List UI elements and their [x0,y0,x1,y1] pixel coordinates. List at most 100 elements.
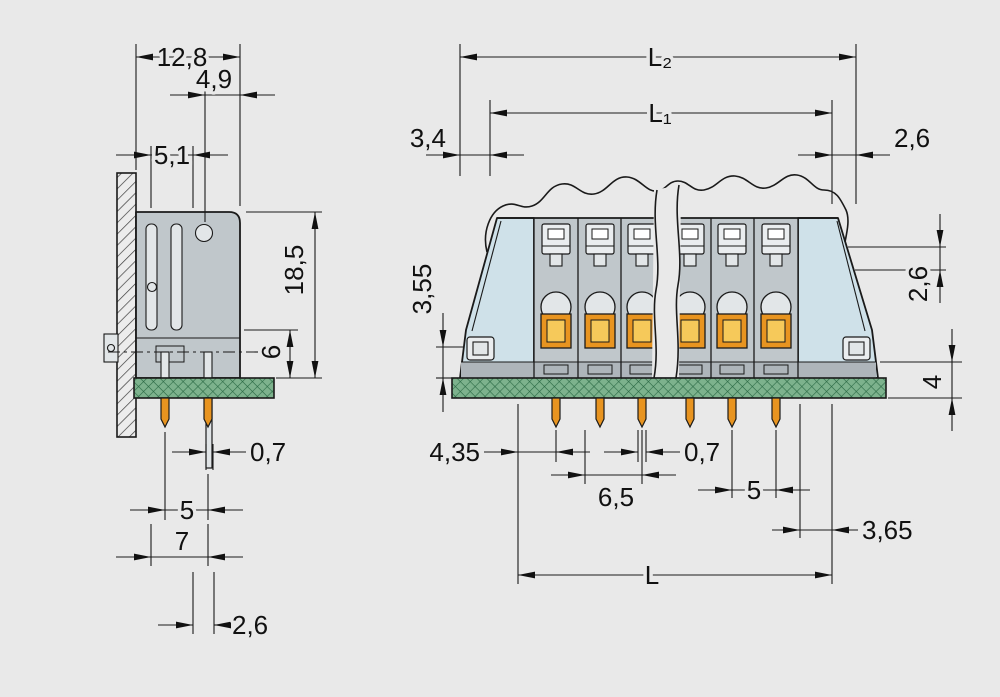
dim-length-poles: L [518,557,832,594]
button-stem [725,253,739,267]
spring-window [146,281,158,293]
pole [626,223,658,375]
dim-length-outer: L₂ [459,39,857,204]
dim-label: 3,65 [862,515,913,545]
dim-label: L₂ [648,42,673,72]
dim-label: 3,55 [407,264,437,315]
dim-entry-height: 3,55 [404,260,464,412]
cap-slope-inner-right [836,220,866,332]
button-slot [767,228,785,240]
dim-label: L [645,560,659,590]
dim-height-lower: 6 [244,329,298,378]
base-slot [543,364,569,375]
dim-label: 2,6 [903,266,933,302]
pole [760,223,792,375]
button-stem [549,253,563,267]
solder-pin [727,397,737,429]
cap-clamp-icon-right-inner [848,341,865,356]
side-dimensions: 12,8 4,9 5,1 [116,39,322,644]
pcb-front [451,377,887,399]
button-stem [683,253,697,267]
actuation-slot-right [170,223,183,331]
dim-pcb-depth: 4 [880,329,962,431]
dim-pin-tail-side: 2,6 [158,572,272,644]
wire-entry-inner [632,319,652,343]
dim-pin-width-front: 0,7 [604,430,724,471]
dim-label: 4,35 [429,437,480,467]
button-slot [681,228,699,240]
dim-label: 3,4 [410,123,446,153]
wire-entry-inner [722,319,742,343]
dim-label: 12,8 [157,42,208,72]
break-line-right [675,184,681,379]
side-view: 12,8 4,9 5,1 [103,39,322,644]
dim-last-pin-offset: 3,65 [772,404,916,584]
dim-pin-group-span: 6,5 [551,430,676,516]
break-cloud-line [484,174,849,253]
pole [584,223,616,375]
dim-label: L₁ [648,98,671,128]
solder-pin [637,397,647,429]
front-dimensions: L₂ L₁ 3,4 2,6 [404,39,962,594]
dim-hole-offset: 4,9 [170,61,275,222]
dim-label: 7 [175,526,189,556]
button-stem [635,253,649,267]
wire-entry-inner [680,319,700,343]
wall-bracket [103,333,119,363]
dim-first-pin-offset: 4,35 [426,404,590,584]
dim-label: 5 [747,475,761,505]
pcb-side [133,377,275,399]
pole [716,223,748,375]
wire-entry-inner [546,319,566,343]
base-slot [587,364,613,375]
solder-pin [685,397,695,429]
dim-depth-total: 12,8 [135,39,241,206]
dim-side-height: 2,6 [848,214,946,306]
clamp-detail [155,345,185,363]
housing-side-profile [135,211,241,379]
solder-pin [551,397,561,429]
dim-length-inner: L₁ [489,95,833,204]
dim-label: 2,6 [894,123,930,153]
solder-pin [160,397,170,429]
pin-root-2 [203,351,213,379]
button-stem [769,253,783,267]
pole [540,223,572,375]
button-stem [593,253,607,267]
dim-label: 18,5 [279,245,309,296]
dim-left-margin: 3,4 [406,120,524,159]
solder-pin [203,397,213,429]
dim-label: 4,9 [196,64,232,94]
break-line-left [653,189,659,379]
dim-pin-pitch-front: 5 [698,430,810,509]
dim-right-margin: 2,6 [798,120,934,159]
solder-pin [771,397,781,429]
button-slot [723,228,741,240]
dim-pin-offset-side: 7 [116,523,243,566]
base-slot [763,364,789,375]
dim-label: 0,7 [684,437,720,467]
wire-entry-inner [590,319,610,343]
dim-slot-offset: 5,1 [116,137,228,208]
dim-label: 5 [180,495,194,525]
actuation-slot-left [145,223,158,331]
button-slot [547,228,565,240]
base-slot [719,364,745,375]
dim-label: 6 [256,345,286,359]
button-slot [633,228,651,240]
button-slot [591,228,609,240]
front-view: L₂ L₁ 3,4 2,6 [404,39,962,594]
pin-root-1 [160,351,170,379]
dim-label: 0,7 [250,437,286,467]
cap-slope-inner-left [471,220,502,332]
solder-pin [595,397,605,429]
pole [674,223,706,375]
dim-label: 6,5 [598,482,634,512]
wire-entry-inner [766,319,786,343]
dim-height-total: 18,5 [246,211,322,379]
flange-hole [194,223,214,243]
break-gap [652,185,681,377]
dim-label: 5,1 [154,140,190,170]
